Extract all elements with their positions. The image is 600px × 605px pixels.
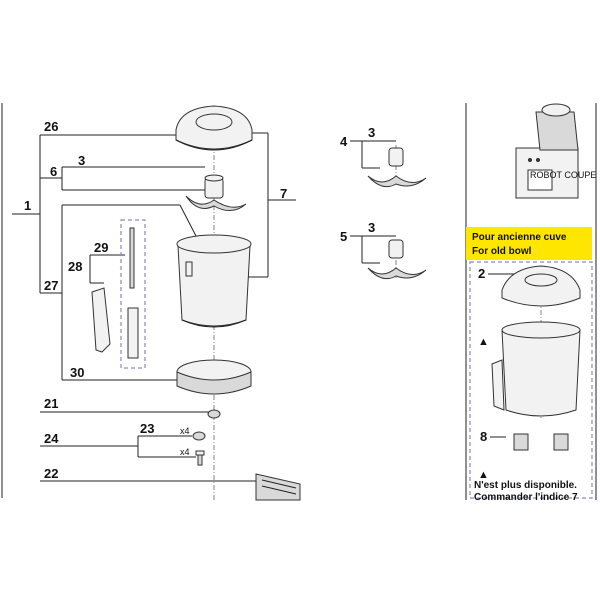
machine-label: ROBOT COUPE	[530, 170, 596, 180]
old-bowl-part	[491, 321, 581, 417]
rod-part	[127, 227, 139, 359]
label-4: 4	[340, 134, 348, 149]
old-lid-part	[501, 265, 581, 307]
label-6: 6	[50, 164, 57, 179]
label-3-b: 3	[368, 125, 375, 140]
handle-part	[91, 287, 111, 353]
screw-part	[195, 450, 205, 466]
bowl-part	[176, 234, 252, 328]
warning-icon-2: ▲	[478, 469, 489, 481]
label-3-c: 3	[368, 220, 375, 235]
nut-part	[192, 431, 206, 441]
old-bowl-title-fr: Pour ancienne cuve	[472, 232, 567, 243]
label-2: 2	[478, 266, 485, 281]
label-24: 24	[44, 431, 59, 446]
blade-5-part	[367, 239, 427, 280]
label-23: 23	[140, 421, 154, 436]
label-27: 27	[44, 278, 58, 293]
note-line-2: Commander l'indice 7	[474, 492, 578, 503]
blade-4-part	[367, 147, 427, 188]
qty-x4-a: x4	[180, 426, 190, 436]
qty-x4-b: x4	[180, 447, 190, 457]
label-5: 5	[340, 229, 347, 244]
label-28: 28	[68, 259, 82, 274]
old-bowl-box	[469, 261, 593, 499]
label-22: 22	[44, 466, 58, 481]
lid-part	[175, 105, 253, 151]
label-29: 29	[94, 240, 108, 255]
base-ring-part	[176, 359, 252, 395]
old-bowl-banner	[466, 227, 592, 260]
machine-thumbnail: ROBOT COUPE	[515, 103, 596, 199]
rod-group-box	[120, 219, 146, 369]
label-1: 1	[24, 198, 31, 213]
washer-part	[207, 409, 221, 419]
label-21: 21	[44, 396, 58, 411]
warning-icon-1: ▲	[478, 336, 489, 348]
label-7: 7	[280, 186, 287, 201]
blade-assembly-part	[185, 174, 247, 211]
grille-part	[255, 473, 301, 501]
note-line-1: N'est plus disponible.	[474, 480, 577, 491]
leader-lines	[12, 132, 520, 482]
label-8: 8	[480, 429, 487, 444]
label-30: 30	[70, 365, 84, 380]
old-bowl-title-en: For old bowl	[472, 246, 532, 257]
label-26: 26	[44, 119, 58, 134]
label-3: 3	[78, 153, 85, 168]
clips-part	[513, 433, 569, 451]
